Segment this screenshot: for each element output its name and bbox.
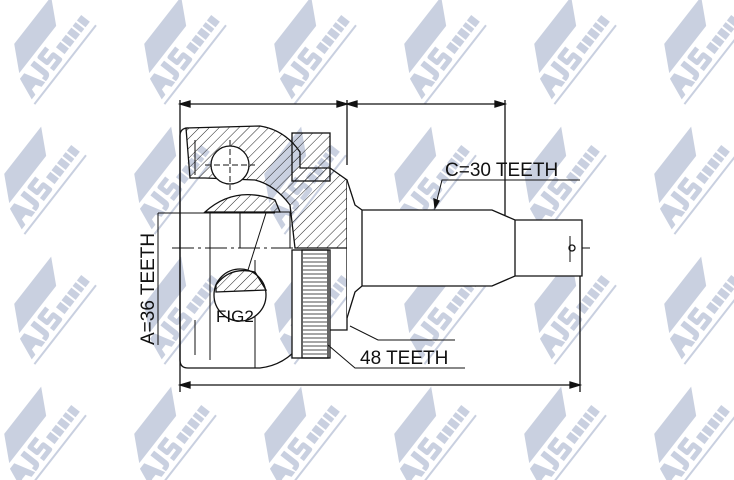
leader-c xyxy=(434,179,580,209)
ajs-parts-watermark-logo xyxy=(14,256,97,365)
ajs-parts-watermark-logo xyxy=(4,126,87,235)
leader-48 xyxy=(327,325,465,369)
leader-a xyxy=(157,212,275,345)
ajs-parts-watermark-logo xyxy=(144,0,227,105)
label-fig2: FIG2 xyxy=(216,307,254,326)
ajs-parts-watermark-logo xyxy=(274,0,357,105)
ajs-parts-watermark-logo xyxy=(264,386,347,480)
ajs-parts-watermark-logo xyxy=(4,386,87,480)
label-c-30-teeth: C=30 TEETH xyxy=(445,160,558,181)
ajs-parts-watermark-logo xyxy=(654,386,734,480)
ajs-parts-watermark-logo xyxy=(654,126,734,235)
ajs-parts-watermark-logo xyxy=(394,386,477,480)
ajs-parts-watermark-logo xyxy=(534,0,617,105)
ajs-parts-watermark-logo xyxy=(14,0,97,105)
ajs-parts-watermark-logo xyxy=(404,0,487,105)
shaft xyxy=(346,179,583,319)
label-48-teeth: 48 TEETH xyxy=(360,348,448,369)
ajs-parts-watermark-logo xyxy=(524,126,607,235)
label-a-36-teeth: A=36 TEETH xyxy=(138,233,159,345)
ajs-parts-watermark-logo xyxy=(524,386,607,480)
ajs-parts-watermark-logo xyxy=(664,0,734,105)
ajs-parts-watermark-logo xyxy=(134,386,217,480)
ajs-parts-watermark-logo xyxy=(664,256,734,365)
abs-ring xyxy=(291,132,331,359)
